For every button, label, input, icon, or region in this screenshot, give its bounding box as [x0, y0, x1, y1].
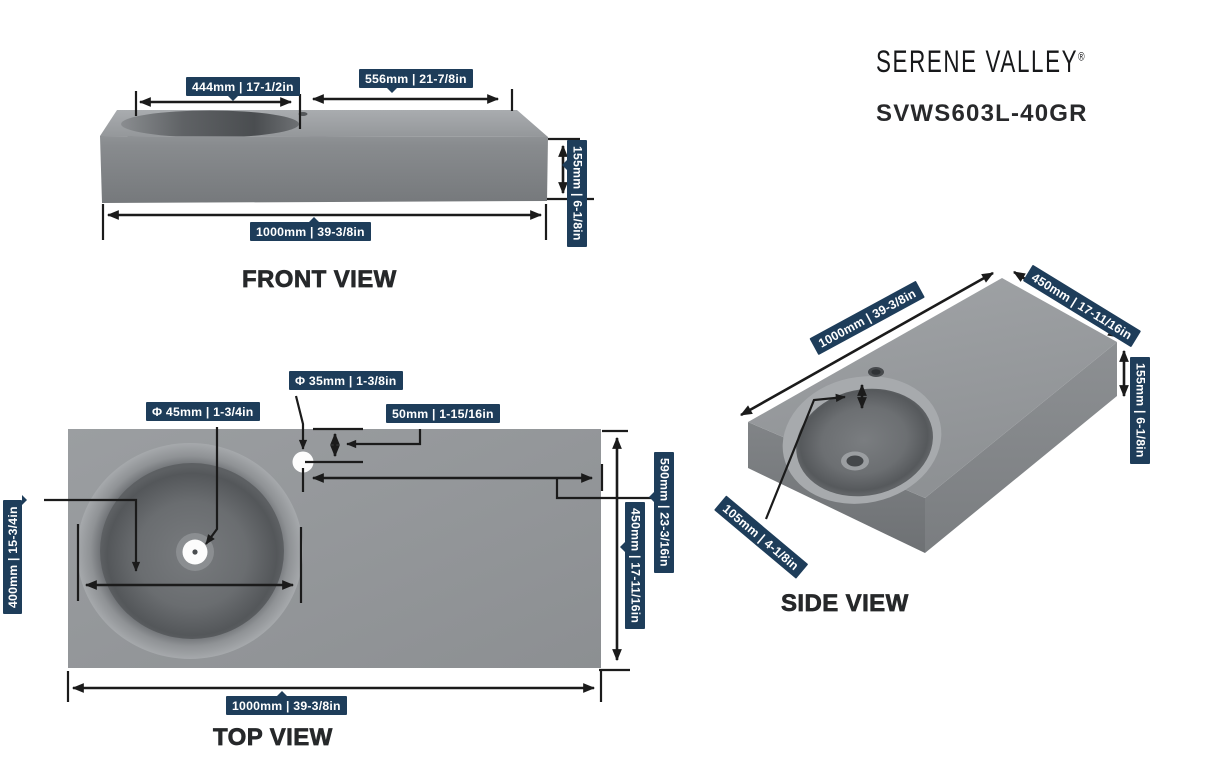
top-leader-400	[44, 498, 141, 572]
top-dim-50-label: 50mm | 1-15/16in	[386, 404, 500, 423]
front-view-drawing	[100, 89, 594, 240]
front-dim-155-label: 155mm | 6-1/8in	[562, 140, 587, 247]
top-leader-drain-diameter	[205, 427, 219, 545]
side-leader-105	[764, 393, 846, 520]
front-dim-556-label: 556mm | 21-7/8in	[359, 69, 473, 93]
top-dim-drain-diameter-label: Φ 45mm | 1-3/4in	[146, 402, 260, 421]
registered-mark: ®	[1078, 50, 1085, 64]
top-view-drawing	[44, 395, 651, 702]
top-dim-450-label: 450mm | 17-11/16in	[620, 502, 645, 630]
front-basin-oval	[121, 110, 299, 138]
top-view-title: TOP VIEW	[213, 724, 333, 752]
brand-name: SERENE VALLEY	[876, 44, 1079, 79]
side-faucet-hole-inner	[871, 369, 881, 375]
front-sink-front-face	[100, 136, 548, 203]
side-dim-155-label: 155mm | 6-1/8in	[1130, 357, 1150, 464]
side-sink-right-face	[925, 342, 1117, 553]
top-dim-400-label: 400mm | 15-3/4in	[3, 500, 22, 614]
top-dim-590-label: 590mm | 23-3/16in	[649, 452, 674, 573]
model-number: SVWS603L-40GR	[876, 100, 1088, 127]
top-drain-center-dot	[192, 549, 198, 555]
brand-logo: SERENE VALLEY®	[876, 44, 1085, 80]
top-faucet-hole	[292, 451, 314, 473]
top-dim-1000-label: 1000mm | 39-3/8in	[226, 691, 347, 715]
side-view-drawing	[740, 270, 1129, 553]
side-view-title: SIDE VIEW	[781, 590, 909, 618]
front-view-title: FRONT VIEW	[242, 266, 397, 294]
side-basin-bowl	[796, 388, 933, 497]
side-drain-hole	[846, 455, 864, 467]
top-dim-faucet-diameter-label: Φ 35mm | 1-3/8in	[289, 371, 403, 390]
top-leader-50mm	[346, 429, 422, 449]
top-leader-faucet-diameter	[294, 395, 308, 450]
front-dim-1000-label: 1000mm | 39-3/8in	[250, 217, 371, 241]
side-dim-1000-line	[740, 271, 994, 417]
front-dim-444-label: 444mm | 17-1/2in	[186, 77, 300, 101]
